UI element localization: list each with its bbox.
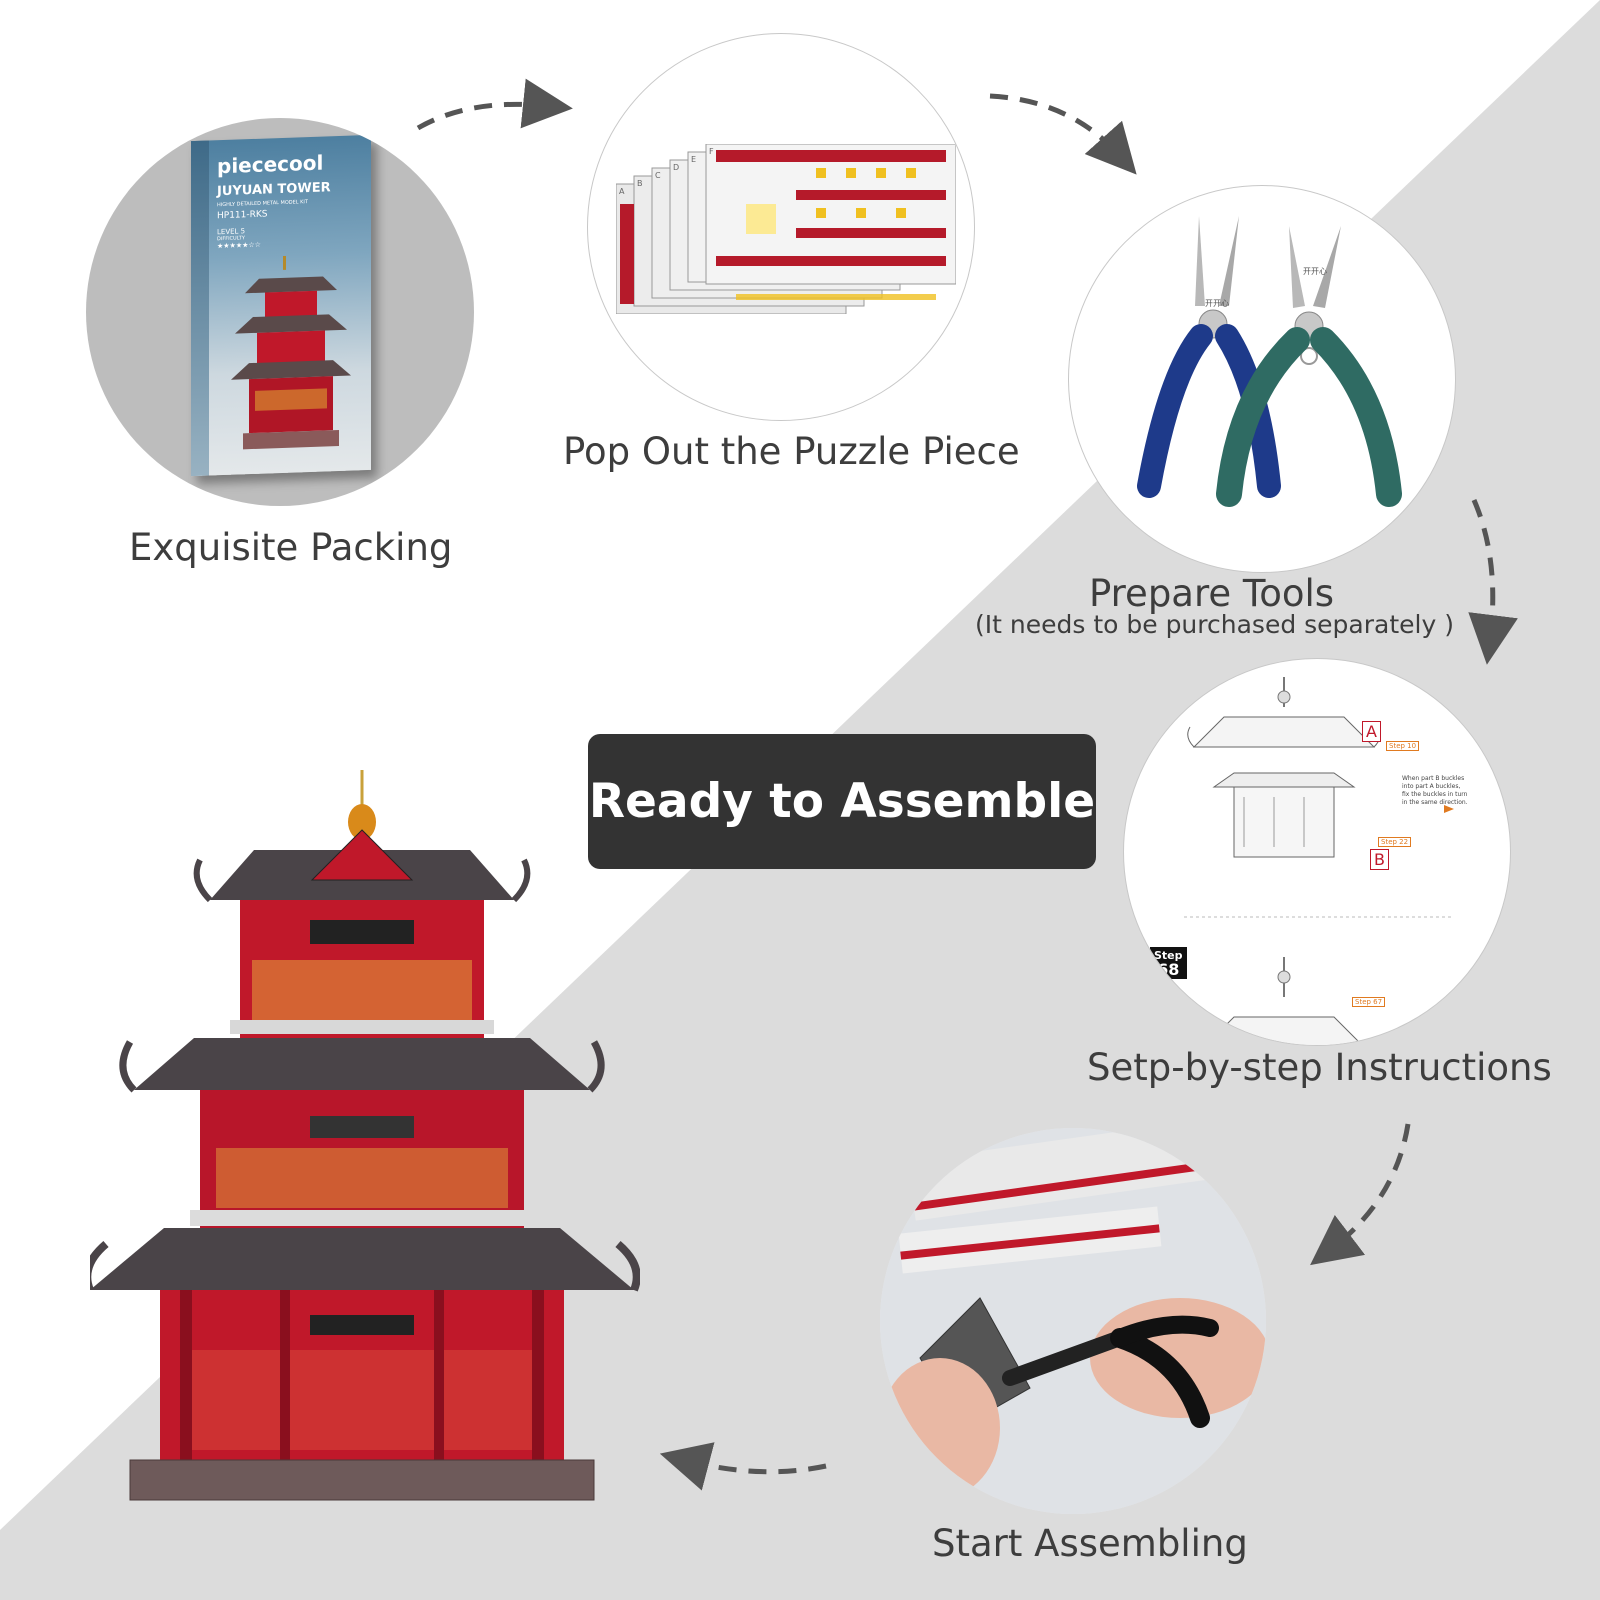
metal-sheets-image [616,144,956,314]
note-line-3: fix the buckles in turn [1402,791,1468,798]
puzzle-sheets-circle: A B C D E F [587,33,975,421]
part-b-badge: B [1370,849,1389,870]
instructions-circle: A B Step 10 Step 22 Step 67 When part B … [1123,658,1511,1046]
tools-circle: 开开心 开开心 [1068,185,1456,573]
pliers-mark-2: 开开心 [1303,267,1327,276]
step-tag-c: Step 67 [1352,997,1386,1007]
arrow-2 [989,93,1137,175]
step-number-badge: Step 68 [1150,947,1187,979]
sheet-letter-c: C [655,171,661,180]
ready-to-assemble-banner: Ready to Assemble [588,734,1096,869]
note-line-4: in the same direction. [1402,799,1468,806]
arrow-4 [1310,1123,1411,1266]
arrow-1 [416,78,573,131]
sheet-letter-e: E [691,155,697,164]
finished-tower-model [90,770,640,1501]
product-box: piececool JUYUAN TOWER HIGHLY DETAILED M… [191,134,371,477]
note-line-1: When part B buckles [1402,775,1465,782]
packing-circle: piececool JUYUAN TOWER HIGHLY DETAILED M… [86,118,474,506]
note-line-2: into part A buckles, [1402,783,1461,790]
step-label-tools: Prepare Tools [1089,572,1335,615]
arrow-5 [659,1442,827,1491]
box-tower-image [231,255,351,450]
step-word: Step [1154,949,1183,962]
assembling-circle [880,1128,1266,1514]
sheet-letter-a: A [619,187,625,196]
sheet-letter-d: D [673,163,680,172]
step-tag-a: Step 10 [1386,741,1420,751]
pliers-image [1137,216,1402,507]
step-number: 68 [1157,960,1180,979]
step-label-pop-out: Pop Out the Puzzle Piece [563,430,1020,473]
part-a-badge: A [1362,721,1381,742]
step-label-assembling: Start Assembling [932,1522,1248,1565]
tools-note: (It needs to be purchased separately ) [975,610,1454,639]
instruction-diagram [1184,677,1454,1045]
sheet-letter-b: B [637,179,643,188]
pliers-mark-1: 开开心 [1205,299,1229,308]
step-label-instructions: Setp-by-step Instructions [1087,1046,1552,1089]
step-label-packing: Exquisite Packing [129,526,453,569]
step-tag-b: Step 22 [1378,837,1412,847]
assembling-photo [880,1128,1266,1514]
instruction-note: When part B buckles into part A buckles,… [1402,775,1468,807]
sheet-letter-f: F [709,147,714,156]
arrow-3 [1468,499,1518,665]
